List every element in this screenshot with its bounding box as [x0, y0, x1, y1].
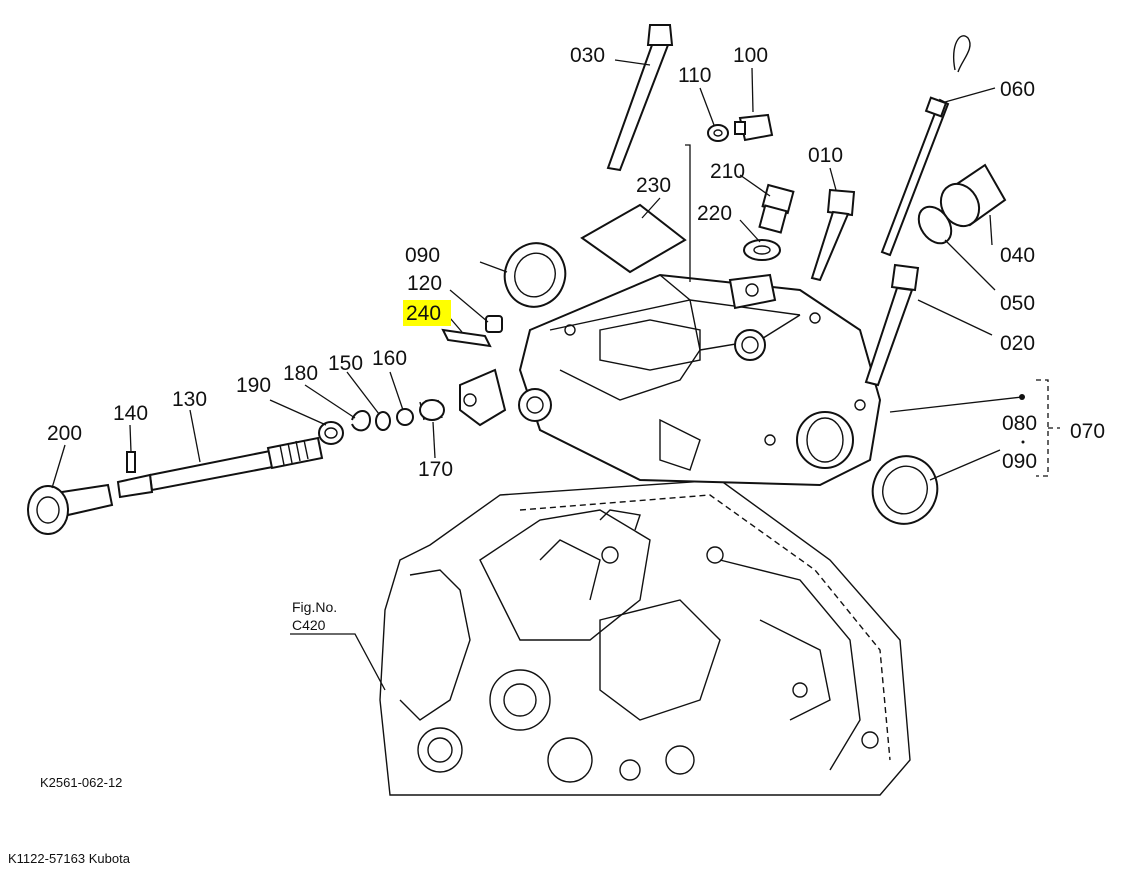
label-030: 030: [570, 44, 605, 67]
label-130: 130: [172, 388, 207, 411]
label-090-upper: 090: [405, 244, 440, 267]
label-120: 120: [407, 272, 442, 295]
part-220-gasket: [743, 239, 781, 261]
part-110-washer: [707, 124, 729, 142]
label-190: 190: [236, 374, 271, 397]
leader-dot: [1019, 394, 1025, 400]
part-010-bolt: [810, 188, 856, 282]
label-110: 110: [678, 64, 711, 87]
drawing-code: K2561-062-12: [40, 775, 122, 790]
label-160: 160: [372, 347, 407, 370]
part-090-bushing-upper: [503, 242, 567, 308]
part-120-plug: [485, 315, 503, 333]
fig-ref-number: C420: [292, 617, 326, 633]
label-010: 010: [808, 144, 843, 167]
part-100-screw: [734, 113, 774, 142]
label-210: 210: [710, 160, 745, 183]
part-090-bushing-lower: [871, 455, 939, 525]
part-060-dipstick: [880, 35, 971, 257]
part-020-bolt: [864, 263, 920, 387]
part-150-o-ring: [375, 411, 391, 431]
part-230-plate: [580, 203, 687, 274]
label-180: 180: [283, 362, 318, 385]
part-200-gear: [27, 483, 114, 535]
part-170-spring: [419, 399, 445, 421]
highlight-240: [403, 300, 451, 326]
footer-caption: K1122-57163 Kubota: [8, 851, 131, 866]
label-150: 150: [328, 352, 363, 375]
label-040: 040: [1000, 244, 1035, 267]
transmission-case: [379, 479, 911, 796]
label-090-lower: 090: [1002, 450, 1037, 473]
leader-dot-small: [1021, 440, 1025, 444]
part-190-circlip: [318, 421, 344, 445]
label-170: 170: [418, 458, 453, 481]
label-080: 080: [1002, 412, 1037, 435]
label-070: 070: [1070, 420, 1105, 443]
part-140-pin: [126, 451, 136, 473]
label-220: 220: [697, 202, 732, 225]
label-050: 050: [1000, 292, 1035, 315]
upper-housing: [459, 273, 882, 487]
label-100: 100: [733, 44, 768, 67]
part-180-ring: [351, 410, 372, 432]
part-160-ball: [396, 408, 414, 426]
label-230: 230: [636, 174, 671, 197]
label-140: 140: [113, 402, 148, 425]
part-210-plug: [758, 183, 795, 234]
label-200: 200: [47, 422, 82, 445]
leader-lines: [51, 59, 1060, 691]
fig-ref-title: Fig.No.: [292, 599, 337, 615]
part-130-shaft: [116, 436, 324, 499]
part-040-cap: [939, 163, 1007, 228]
part-240-key: [441, 328, 492, 348]
label-060: 060: [1000, 78, 1035, 101]
part-030-bolt: [606, 24, 674, 172]
label-020: 020: [1000, 332, 1035, 355]
label-240: 240: [406, 302, 441, 325]
